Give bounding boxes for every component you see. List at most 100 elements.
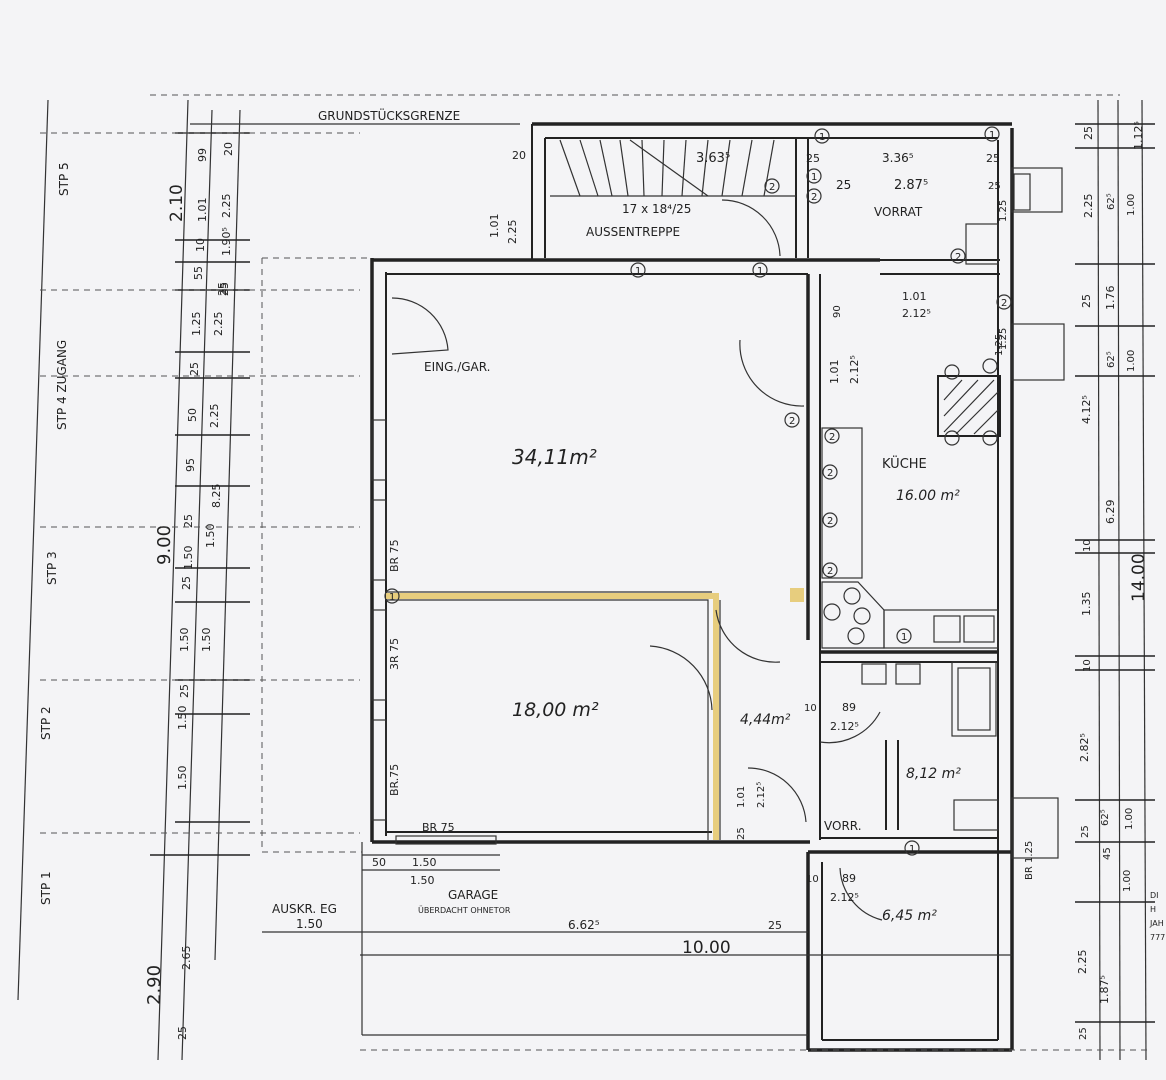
kitchen-fixtures — [821, 358, 1001, 649]
dim-left-mid-18: 2.65 — [180, 946, 193, 971]
room-label-vorr: VORR. — [824, 819, 862, 833]
dim-left-outer-3: 2.90 — [144, 965, 165, 1005]
circle-mark-16: 2 — [822, 562, 838, 578]
stp-label-4: STP 4 ZUGANG — [55, 340, 69, 430]
room-label-vorrat: VORRAT — [874, 205, 923, 219]
room-area-eing: 34,11m² — [512, 445, 597, 469]
sink-counter — [883, 609, 999, 649]
dim-bottom-3: 1.50 — [410, 874, 435, 887]
dim-right-mid-4: 1.00 — [1122, 870, 1133, 892]
room-label-eing: EING./GAR. — [424, 360, 491, 374]
svg-text:2: 2 — [829, 432, 835, 443]
circle-mark-7: 1 — [806, 168, 822, 184]
room-label-kueche: KÜCHE — [882, 455, 927, 472]
dim-left-mid-12: 1.50 — [182, 546, 195, 571]
stair-label: AUSSENTREPPE — [586, 225, 680, 239]
svg-text:1: 1 — [635, 266, 641, 277]
circle-marks: 1 1 1 1 1 1 1 1 2 2 2 2 2 2 2 2 2 — [384, 126, 1012, 856]
door-swing-lower — [839, 867, 883, 921]
window-label-2: 3R 75 — [388, 638, 401, 670]
vorrat-window-sill — [1013, 173, 1031, 211]
washbasin-2 — [895, 663, 921, 685]
dim-right-inner-4: 25 — [1080, 294, 1093, 308]
circle-mark-2: 1 — [984, 126, 1000, 142]
dim-right-outer-1: 1.12⁵ — [1132, 121, 1145, 150]
sink-basin-2 — [963, 615, 995, 643]
dim-right-inner-12: 2.82⁵ — [1078, 733, 1091, 762]
dim-inner-8: 2.87⁵ — [894, 178, 928, 193]
stp-label-3: STP 3 — [45, 551, 59, 585]
dim-bottom-1: 50 — [372, 856, 386, 869]
burner-1 — [944, 364, 960, 380]
dim-inner-3: 2.25 — [506, 220, 519, 245]
bathtub-inner — [957, 667, 991, 731]
burner-4 — [982, 430, 998, 446]
dim-left-inner-8: 1.50 — [200, 628, 213, 653]
dim-left-outer-2: 9.00 — [154, 525, 175, 565]
dim-inner-9: 25 — [988, 181, 1001, 192]
window-west-3 — [371, 609, 387, 701]
circle-mark-15: 2 — [822, 512, 838, 528]
right-ticks — [1075, 123, 1155, 1023]
door-swing-room-2 — [649, 645, 713, 711]
window-label-3: BR.75 — [388, 764, 401, 796]
dim-bottom-4: 6.62⁵ — [568, 918, 600, 932]
dim-inner-1: 20 — [512, 149, 526, 162]
dim-left-mid-7: 1.25 — [190, 312, 203, 337]
room-area-hall: 4,44m² — [740, 712, 791, 728]
circle-mark-11: 2 — [950, 248, 966, 264]
svg-text:2: 2 — [827, 516, 833, 527]
circle-mark-5: 1 — [384, 588, 400, 604]
right-chain-line-2 — [1117, 99, 1121, 1061]
west-windows — [371, 419, 497, 845]
room-area-bath: 8,12 m² — [906, 766, 961, 782]
dim-right-inner-11: 10 — [1082, 659, 1093, 672]
partition-outline — [386, 591, 721, 840]
window-west-4 — [371, 719, 387, 821]
bay-window-2 — [1011, 323, 1065, 381]
edge-text-2: H — [1150, 905, 1156, 914]
stair-step-9 — [721, 139, 731, 197]
dim-inner-4: 25 — [806, 152, 820, 165]
dim-right-inner-13: 25 — [1080, 825, 1091, 838]
stp-label-5: STP 5 — [57, 162, 71, 196]
dim-right-inner-7: 4.12⁵ — [1080, 395, 1093, 424]
dim-right-outer-2: 14.00 — [1129, 553, 1149, 602]
burner-3 — [944, 430, 960, 446]
dim-right-inner-6: 62⁵ — [1106, 351, 1117, 368]
circle-mark-6: 1 — [896, 628, 912, 644]
dim-bottom-5: 25 — [768, 919, 782, 932]
dim-right-inner-5: 1.76 — [1104, 286, 1117, 311]
stair-step-6 — [661, 139, 665, 197]
room-area-kueche: 16.00 m² — [896, 488, 960, 504]
partition-highlight — [386, 593, 719, 840]
circle-mark-10: 2 — [806, 188, 822, 204]
svg-text:2: 2 — [811, 192, 817, 203]
svg-text:2: 2 — [789, 416, 795, 427]
svg-text:1: 1 — [909, 844, 915, 855]
corner-counter — [821, 581, 885, 649]
dim-inner-19: 89 — [842, 701, 856, 714]
dim-left-mid-6: 25 — [218, 282, 231, 296]
hob-3 — [853, 607, 871, 625]
stair-step-10 — [741, 139, 753, 197]
circle-mark-3: 1 — [630, 262, 646, 278]
garage-outline-dashed — [261, 257, 372, 853]
dim-inner-5: 3.36⁵ — [882, 151, 914, 165]
dim-left-outer-1: 2.10 — [167, 184, 187, 222]
svg-text:2: 2 — [827, 468, 833, 479]
dim-inner-17: 1.25 — [994, 334, 1005, 356]
dim-left-mid-15: 25 — [178, 684, 191, 698]
external-stair — [550, 139, 796, 197]
left-chain-line-4 — [214, 109, 241, 961]
kitchen-counter — [821, 427, 863, 579]
dim-right-inner-8: 6.29 — [1104, 500, 1117, 525]
door-swing-vorrat — [721, 199, 781, 257]
dim-inner-23: 25 — [736, 827, 747, 840]
dim-inner-7: 25 — [836, 178, 851, 192]
stove-hatch — [943, 379, 999, 435]
stair-step-4 — [619, 139, 629, 197]
left-chain-line-1 — [17, 99, 49, 1001]
edge-text-3: JAH — [1149, 919, 1164, 928]
dim-right-inner-2: 2.25 — [1082, 194, 1095, 219]
